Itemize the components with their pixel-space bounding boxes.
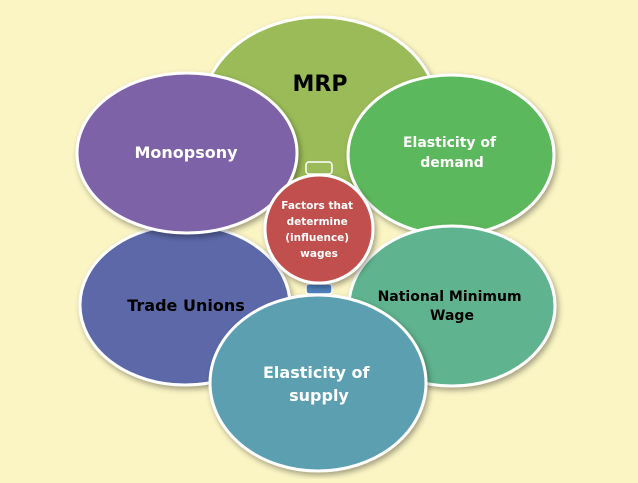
node-trade-unions-line: Trade Unions bbox=[127, 296, 245, 315]
node-center-shape bbox=[263, 173, 375, 285]
node-mrp-label: MRP bbox=[293, 72, 348, 97]
node-elasticity-of-supply: Elasticity of supply bbox=[208, 293, 428, 473]
node-elasticity-of-demand: Elasticity of demand bbox=[346, 73, 556, 237]
node-center-line: determine bbox=[287, 216, 348, 228]
node-monopsony-line: Monopsony bbox=[134, 143, 238, 162]
node-monopsony-label: Monopsony bbox=[134, 143, 238, 162]
node-elasticity-of-supply-label: Elasticity of supply bbox=[263, 363, 375, 405]
connector-top bbox=[305, 161, 333, 175]
node-trade-unions-label: Trade Unions bbox=[127, 296, 245, 315]
node-monopsony: Monopsony bbox=[75, 71, 299, 235]
node-elasticity-of-demand-label: Elasticity of demand bbox=[403, 135, 501, 171]
node-elasticity-of-demand-line: demand bbox=[420, 155, 484, 171]
node-national-minimum-wage-line: National Minimum bbox=[378, 289, 522, 305]
node-center-line: (influence) bbox=[285, 232, 349, 244]
node-center-line: wages bbox=[300, 248, 338, 260]
node-elasticity-of-supply-shape bbox=[208, 293, 428, 473]
node-national-minimum-wage-label: National Minimum Wage bbox=[378, 289, 527, 324]
node-center-line: Factors that bbox=[281, 200, 353, 212]
node-center-label: Factors that determine (influence) wages bbox=[281, 200, 356, 260]
connector-bottom bbox=[305, 283, 333, 295]
node-elasticity-of-supply-line: Elasticity of bbox=[263, 363, 370, 382]
node-mrp-line: MRP bbox=[293, 72, 348, 97]
node-center: Factors that determine (influence) wages bbox=[263, 173, 375, 285]
node-national-minimum-wage-line: Wage bbox=[430, 308, 474, 324]
node-monopsony-shape bbox=[75, 71, 299, 235]
node-elasticity-of-supply-line: supply bbox=[289, 386, 349, 405]
node-elasticity-of-demand-line: Elasticity of bbox=[403, 135, 497, 151]
